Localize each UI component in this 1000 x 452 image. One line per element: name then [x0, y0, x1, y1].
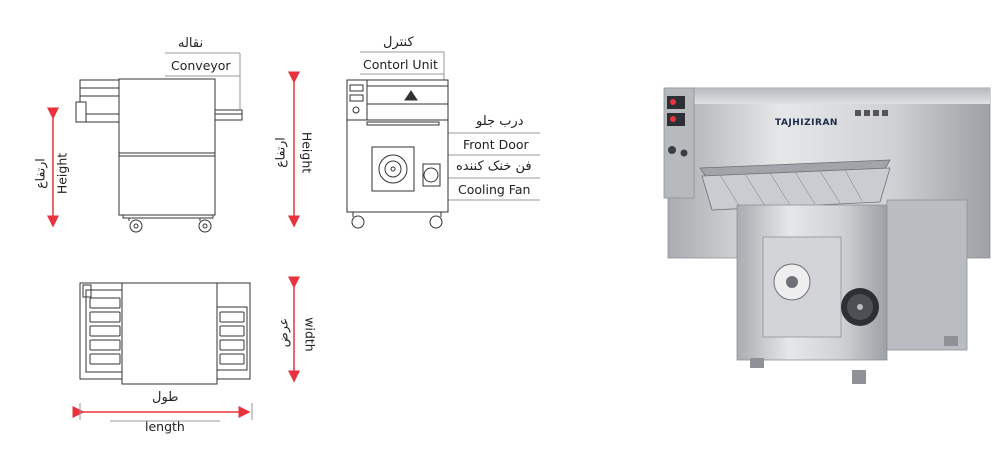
length-label-en: length	[145, 419, 185, 434]
control-label-fa: کنترل	[383, 35, 414, 50]
front-view-drawing	[346, 79, 449, 229]
front-door-label-fa: درب جلو	[476, 114, 524, 129]
brand-logo: TAJHIZIRAN	[775, 118, 838, 128]
conveyor-label-fa: نقاله	[178, 36, 204, 51]
front-door-label-en: Front Door	[463, 137, 529, 152]
leader-lines	[165, 51, 540, 201]
width-label-fa: عرض	[275, 317, 291, 348]
cooling-fan-label-en: Cooling Fan	[458, 182, 531, 197]
height2-label-en: Height	[299, 131, 315, 174]
oven-product-image	[663, 87, 991, 384]
side-view-drawing	[75, 78, 243, 233]
dimension-arrows	[47, 71, 300, 418]
conveyor-label-en: Conveyor	[171, 58, 231, 73]
length-label-fa: طول	[152, 390, 179, 405]
width-label-en: width	[302, 317, 318, 352]
control-label-en: Contorl Unit	[363, 57, 438, 72]
height2-label-fa: ارتفاع	[272, 137, 288, 168]
height-label-fa: ارتفاع	[32, 158, 48, 189]
height-label-en: Height	[54, 152, 70, 195]
top-view-drawing	[79, 282, 251, 385]
cooling-fan-label-fa: فن خنک کننده	[456, 159, 532, 174]
